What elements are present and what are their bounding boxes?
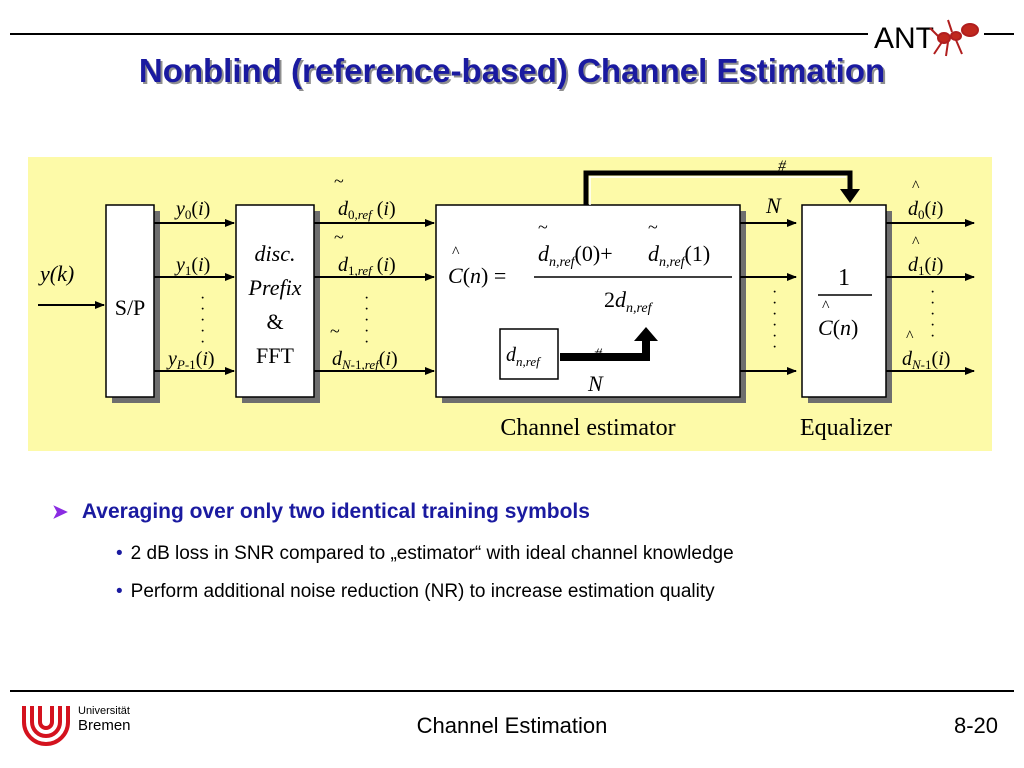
input-label: y(k) <box>38 261 74 286</box>
estimator-formula-lhs: C(n) = <box>448 263 506 288</box>
hash-top: # <box>778 158 787 175</box>
tilde-num-1: ~ <box>538 217 548 237</box>
estimator-caption: Channel estimator <box>500 415 675 441</box>
header-rule-right <box>984 33 1014 35</box>
main-bullet-text: Averaging over only two identical traini… <box>81 500 590 523</box>
n-label-top: N <box>765 193 782 218</box>
vdots-middle: ····· <box>364 290 369 351</box>
vdots-left: ····· <box>200 290 205 351</box>
sp-output-labels: y0(i) y1(i) yP-1(i) <box>166 198 215 372</box>
university-logo: Universität Bremen <box>22 705 131 746</box>
bullet-arrow-icon: ➤ <box>52 502 68 523</box>
slide-title: Nonblind (reference-based) Channel Estim… <box>138 52 886 89</box>
sub-bullet-1: • 2 dB loss in SNR compared to „estimator… <box>116 543 734 565</box>
label-y1: y1(i) <box>174 254 210 278</box>
dref-label: dn,ref <box>506 344 542 369</box>
equalizer-outputs <box>886 219 975 375</box>
university-emblem-icon <box>22 706 70 746</box>
label-d0ref: d0,ref (i) <box>338 198 396 222</box>
tilde-num-2: ~ <box>648 217 658 237</box>
sp-block: S/P <box>105 204 160 403</box>
input-signal: y(k) <box>38 261 105 309</box>
label-dN1-hat: dN-1(i) <box>902 348 950 372</box>
vdots-far-right: ····· <box>930 284 935 345</box>
university-line-1: Universität <box>78 705 130 717</box>
fft-outputs <box>314 219 435 375</box>
dref-box <box>499 328 559 380</box>
ant-logo: ANT <box>874 19 979 57</box>
block-diagram: S/P y(k) y0(i) y1(i) yP-1(i) ····· disc.… <box>28 157 992 451</box>
footer-rule <box>10 690 1014 692</box>
fft-line-1: disc. <box>255 241 296 266</box>
university-line-2: Bremen <box>78 717 131 734</box>
fft-line-4: FFT <box>256 343 294 368</box>
vdots-right: ······ <box>772 284 777 356</box>
footer-title: Channel Estimation <box>416 713 608 738</box>
bullet-dot-icon: • <box>116 543 123 564</box>
sub-bullet-1-text: 2 dB loss in SNR compared to „estimator“… <box>130 543 734 564</box>
hat-d0: ^ <box>912 178 920 195</box>
page-number: 8-20 <box>953 713 998 738</box>
hat-c-eq: ^ <box>822 298 830 315</box>
label-d1-hat: d1(i) <box>908 254 943 278</box>
header-rule <box>10 33 868 35</box>
tilde-d1: ~ <box>334 227 344 247</box>
estimator-denominator: 2dn,ref <box>604 287 654 316</box>
label-y0: y0(i) <box>174 198 210 222</box>
hat-dN1: ^ <box>906 328 914 345</box>
hat-d1: ^ <box>912 234 920 251</box>
main-bullet: ➤ Averaging over only two identical train… <box>52 500 590 524</box>
bullet-dot-icon: • <box>116 581 123 602</box>
hash-bottom: # <box>594 346 603 363</box>
n-label-bottom: N <box>587 371 604 396</box>
sub-bullet-2: • Perform additional noise reduction (NR)… <box>116 581 715 603</box>
feedback-arrow: # N <box>583 158 860 218</box>
label-dN1ref: dN-1,ref(i) <box>332 348 398 372</box>
fft-line-3: & <box>266 309 283 334</box>
tilde-d0: ~ <box>334 171 344 191</box>
ant-icon <box>929 19 979 57</box>
ant-logo-text: ANT <box>874 22 934 55</box>
label-d1ref: d1,ref (i) <box>338 254 396 278</box>
fft-block: disc. Prefix & FFT <box>235 204 320 403</box>
sub-bullet-2-text: Perform additional noise reduction (NR) … <box>130 581 715 602</box>
estimator-numerator: dn,ref(0)+ <box>538 241 613 270</box>
hat-c: ^ <box>452 244 460 261</box>
channel-estimator-block: ^ C(n) = ~ dn,ref(0)+ ~ dn,ref(1) 2dn,re… <box>435 204 746 403</box>
equalizer-block: 1 ^ C(n) <box>801 204 892 403</box>
tilde-dN1: ~ <box>330 321 340 341</box>
sp-label: S/P <box>115 295 146 320</box>
equalizer-caption: Equalizer <box>800 415 892 441</box>
dref-arrow <box>560 327 658 361</box>
estimator-numerator-2: dn,ref(1) <box>648 241 710 270</box>
estimator-outputs <box>740 219 797 375</box>
label-yP1: yP-1(i) <box>166 348 215 372</box>
label-d0-hat: d0(i) <box>908 198 943 222</box>
equalizer-one: 1 <box>838 265 850 291</box>
fft-output-labels: ~ d0,ref (i) ~ d1,ref (i) ~ dN-1,ref(i) <box>330 171 398 372</box>
sp-outputs <box>154 219 235 375</box>
equalizer-output-labels: ^ d0(i) ^ d1(i) ^ dN-1(i) <box>902 178 950 372</box>
fft-line-2: Prefix <box>248 275 302 300</box>
equalizer-denominator: C(n) <box>818 315 858 340</box>
